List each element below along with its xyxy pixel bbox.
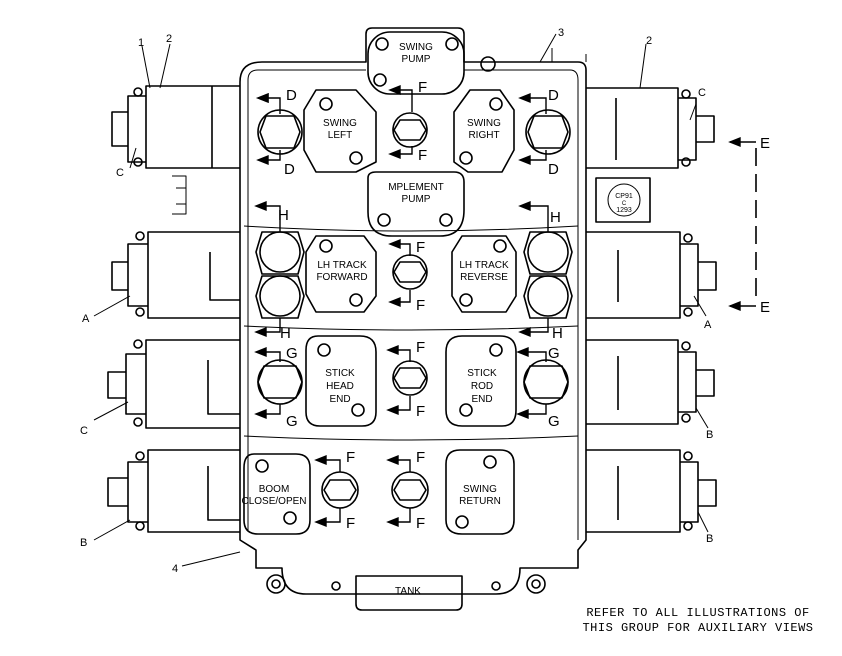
svg-text:F: F [416, 339, 425, 356]
svg-text:REVERSE: REVERSE [460, 272, 508, 283]
svg-text:G: G [286, 413, 298, 430]
svg-text:D: D [286, 87, 297, 104]
svg-text:C: C [116, 167, 124, 179]
svg-text:D: D [548, 161, 559, 178]
stick-rod-end-label: STICK [467, 368, 497, 379]
svg-text:RETURN: RETURN [459, 496, 501, 507]
lh-track-reverse-label: LH TRACK [459, 260, 509, 271]
svg-text:G: G [548, 345, 560, 362]
svg-text:F: F [416, 239, 425, 256]
svg-text:FORWARD: FORWARD [316, 272, 367, 283]
svg-text:H: H [552, 325, 563, 342]
svg-text:G: G [548, 413, 560, 430]
svg-text:HEAD: HEAD [326, 381, 354, 392]
stick-head-end-pad [305, 335, 377, 427]
swing-left-label: SWING [323, 118, 357, 129]
stick-rod-end-pad [445, 335, 517, 427]
port-labels: SWING PUMP SWING LEFT SWING RIGHT MPLEME… [241, 42, 508, 597]
svg-text:A: A [82, 313, 90, 325]
swing-return-pad [445, 449, 515, 535]
lh-track-forward-label: LH TRACK [317, 260, 367, 271]
implement-pump-label: MPLEMENT [388, 182, 444, 193]
svg-text:C: C [622, 201, 627, 207]
svg-text:F: F [416, 297, 425, 314]
svg-text:H: H [550, 209, 561, 226]
svg-text:1293: 1293 [616, 207, 632, 214]
valve-body-outline [239, 27, 587, 595]
svg-text:D: D [284, 161, 295, 178]
section-arrows [254, 84, 741, 528]
boom-close-open-label: BOOM [259, 484, 290, 495]
svg-text:PUMP: PUMP [402, 54, 431, 65]
svg-text:F: F [418, 147, 427, 164]
svg-text:H: H [278, 207, 289, 224]
auxiliary-views-note: REFER TO ALL ILLUSTRATIONS OF THIS GROUP… [560, 606, 836, 636]
svg-text:CP91: CP91 [615, 193, 633, 200]
svg-text:F: F [418, 79, 427, 96]
swing-right-pad [453, 89, 515, 173]
spool-caps [255, 109, 573, 405]
svg-text:4: 4 [172, 563, 178, 575]
svg-text:LEFT: LEFT [328, 130, 352, 141]
svg-text:B: B [80, 537, 87, 549]
id-plate: CP91 C 1293 [615, 193, 633, 214]
callout-labels: 1 2 3 2 4 C C A A C B B B [80, 27, 713, 575]
svg-text:CLOSE/OPEN: CLOSE/OPEN [241, 496, 306, 507]
svg-text:3: 3 [558, 27, 564, 39]
svg-text:F: F [416, 515, 425, 532]
svg-text:F: F [346, 515, 355, 532]
svg-text:F: F [416, 403, 425, 420]
section-letters: D D D D F F H H H H F F G G G G F F F F … [278, 79, 770, 532]
svg-text:F: F [346, 449, 355, 466]
svg-text:PUMP: PUMP [402, 194, 431, 205]
implement-pump-pad [367, 171, 465, 237]
svg-text:C: C [698, 87, 706, 99]
swing-pump-boss [367, 31, 465, 95]
note-line-2: THIS GROUP FOR AUXILIARY VIEWS [582, 621, 814, 635]
leader-lines [93, 33, 709, 567]
swing-return-label: SWING [463, 484, 497, 495]
lh-track-reverse-pad [451, 235, 517, 313]
svg-text:A: A [704, 319, 712, 331]
section-e-top: E [760, 135, 770, 152]
stick-head-end-label: STICK [325, 368, 355, 379]
section-e-bottom: E [760, 299, 770, 316]
svg-text:D: D [548, 87, 559, 104]
tank-label: TANK [395, 586, 421, 597]
tank-boss [355, 575, 463, 611]
svg-text:C: C [80, 425, 88, 437]
svg-text:2: 2 [166, 33, 172, 45]
swing-right-label: SWING [467, 118, 501, 129]
swing-pump-label: SWING [399, 42, 433, 53]
svg-text:H: H [280, 325, 291, 342]
svg-text:END: END [471, 394, 492, 405]
svg-text:RIGHT: RIGHT [468, 130, 499, 141]
lh-track-forward-pad [305, 235, 377, 313]
svg-text:F: F [416, 449, 425, 466]
svg-text:G: G [286, 345, 298, 362]
note-line-1: REFER TO ALL ILLUSTRATIONS OF [586, 606, 810, 620]
svg-text:END: END [329, 394, 350, 405]
svg-text:B: B [706, 533, 713, 545]
svg-text:ROD: ROD [471, 381, 493, 392]
svg-text:2: 2 [646, 35, 652, 47]
svg-text:1: 1 [138, 37, 144, 49]
right-actuators [586, 87, 717, 533]
left-actuators [107, 85, 240, 533]
boom-close-open-pad [243, 453, 311, 535]
svg-text:B: B [706, 429, 713, 441]
swing-left-pad [303, 89, 377, 173]
